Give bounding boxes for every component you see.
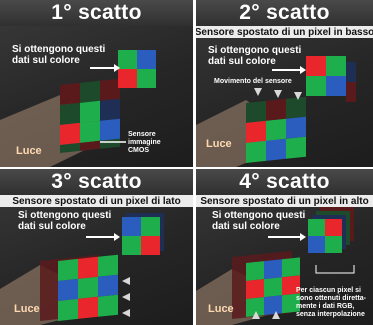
color-data-grid	[306, 56, 356, 102]
shot-2-illustration	[196, 56, 356, 167]
data-label: Si ottengono questi dati sul colore	[212, 210, 306, 232]
data-label: Si ottengono questi dati sul colore	[12, 44, 106, 66]
shot-4-illustration	[196, 207, 355, 325]
pointer-arrowhead	[300, 233, 306, 241]
panel-shot-2: 2° scatto Sensore spostato di un pixel i…	[196, 0, 373, 167]
panel-title: 4° scatto	[239, 170, 330, 193]
pointer-arrowhead	[114, 64, 120, 72]
bracket-line	[315, 265, 355, 274]
panel-title-bar: 1° scatto	[0, 0, 193, 26]
data-label: Si ottengono questi dati sul colore	[208, 45, 302, 67]
sensor-grid	[246, 96, 306, 163]
panel-title: 3° scatto	[51, 170, 142, 193]
panel-subtitle-bar: Sensore spostato di un pixel di lato	[0, 195, 193, 207]
light-label: Luce	[16, 145, 42, 157]
light-label: Luce	[208, 303, 234, 315]
movement-arrows	[254, 88, 302, 100]
color-data-grid	[118, 50, 156, 88]
panel-subtitle: Sensore spostato di un pixel in alto	[200, 195, 369, 207]
shot-1-illustration	[0, 50, 156, 167]
sensor-grid	[58, 254, 118, 321]
light-label: Luce	[206, 138, 232, 150]
panel-subtitle-bar: Sensore spostato di un pixel in basso	[196, 26, 373, 38]
movement-label: Movimento del sensore	[214, 78, 292, 85]
panel-shot-3: 3° scatto Sensore spostato di un pixel d…	[0, 169, 193, 325]
panel-title-bar: 3° scatto	[0, 169, 193, 195]
color-data-stack	[308, 207, 354, 253]
sensor-grid	[246, 257, 300, 317]
color-data-stack	[122, 213, 164, 255]
pointer-arrowhead	[114, 233, 120, 241]
shot-3-illustration	[0, 213, 164, 325]
data-label: Si ottengono questi dati sul colore	[18, 210, 112, 232]
panel-title-bar: 4° scatto	[196, 169, 373, 195]
panel-title: 2° scatto	[239, 1, 330, 24]
sensor-grid	[60, 78, 120, 153]
panel-subtitle: Sensore spostato di un pixel di lato	[12, 195, 181, 207]
panel-shot-4: 4° scatto Sensore spostato di un pixel i…	[196, 169, 373, 325]
sensor-label: Sensore immagine CMOS	[128, 131, 161, 154]
panel-title-bar: 2° scatto	[196, 0, 373, 26]
panel-subtitle: Sensore spostato di un pixel in basso	[196, 26, 373, 38]
rgb-note: Per ciascun pixel si sono ottenuti diret…	[296, 287, 366, 318]
movement-arrows	[122, 277, 130, 317]
panel-title: 1° scatto	[51, 1, 142, 24]
light-label: Luce	[14, 303, 40, 315]
movement-arrows	[252, 311, 280, 319]
pointer-arrowhead	[300, 66, 306, 74]
panel-subtitle-bar: Sensore spostato di un pixel in alto	[196, 195, 373, 207]
panel-shot-1: 1° scatto Si ottengono questi	[0, 0, 193, 167]
